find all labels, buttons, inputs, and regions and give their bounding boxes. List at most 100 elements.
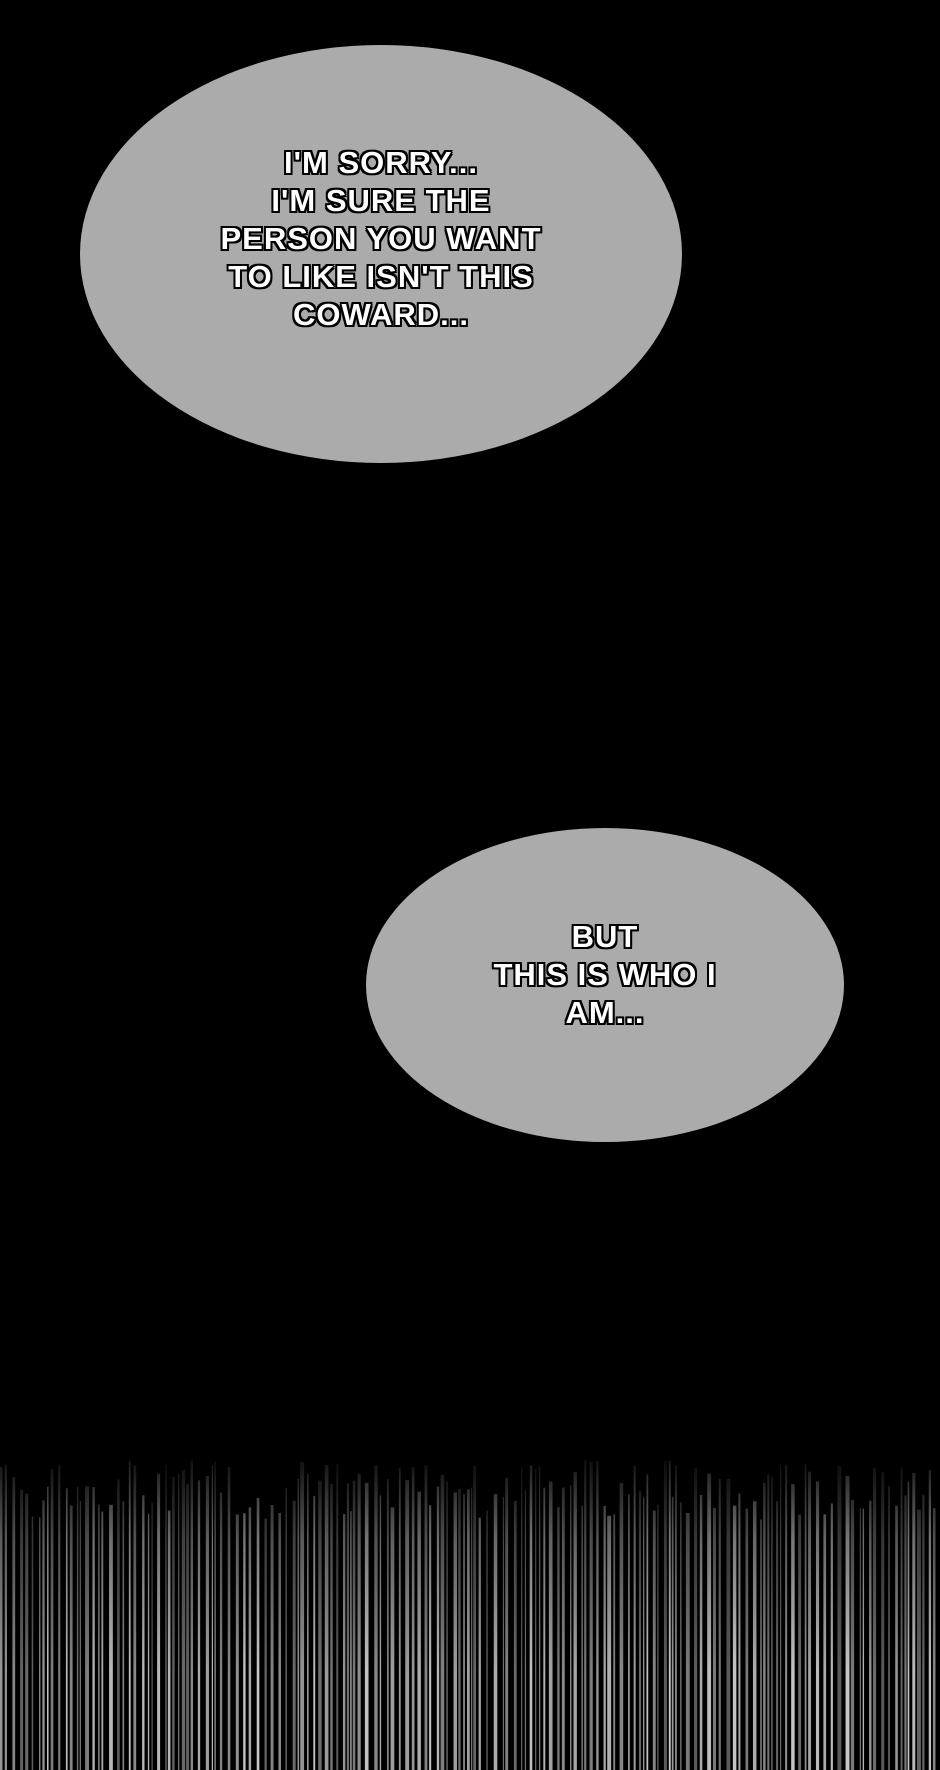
- speed-line: [463, 1494, 465, 1770]
- speed-line: [652, 1510, 656, 1770]
- bubble-line: I'M SURE THE: [271, 183, 491, 218]
- speed-line: [922, 1494, 925, 1770]
- bubble-line: PERSON YOU WANT: [220, 221, 542, 256]
- speed-line: [352, 1480, 356, 1770]
- speed-line: [197, 1480, 201, 1770]
- speed-line: [31, 1516, 34, 1770]
- speed-line: [862, 1508, 865, 1770]
- speed-line: [895, 1505, 898, 1770]
- speed-line: [732, 1505, 737, 1770]
- speed-line: [117, 1479, 120, 1770]
- speed-line: [364, 1482, 369, 1770]
- speed-line: [502, 1496, 504, 1770]
- speed-line: [657, 1504, 659, 1770]
- speed-lines-svg: [0, 1460, 936, 1770]
- speed-line: [776, 1501, 779, 1770]
- speed-line: [628, 1494, 630, 1770]
- speed-line: [390, 1507, 395, 1770]
- speed-line: [205, 1476, 209, 1770]
- speed-line: [505, 1477, 509, 1770]
- speed-line: [47, 1486, 49, 1770]
- speed-line: [760, 1519, 762, 1770]
- speed-line: [912, 1473, 916, 1770]
- speed-line: [548, 1481, 553, 1770]
- speed-line: [524, 1489, 527, 1770]
- speed-line: [646, 1474, 649, 1770]
- speed-line: [694, 1467, 698, 1770]
- speed-line: [745, 1508, 749, 1770]
- speed-line: [256, 1498, 260, 1770]
- speed-line: [521, 1467, 523, 1770]
- speed-line: [133, 1465, 137, 1770]
- speed-line: [668, 1460, 671, 1770]
- speed-line: [128, 1460, 131, 1770]
- speed-line: [557, 1506, 560, 1770]
- speed-line: [109, 1504, 113, 1770]
- speed-line: [791, 1484, 795, 1770]
- speed-line: [85, 1486, 89, 1770]
- speed-line: [219, 1492, 223, 1770]
- speed-line: [297, 1478, 300, 1770]
- speed-line: [248, 1507, 252, 1770]
- speed-line: [671, 1496, 674, 1770]
- speed-line: [613, 1514, 616, 1770]
- speed-line: [872, 1468, 877, 1770]
- speed-line: [58, 1464, 61, 1770]
- speed-line: [869, 1500, 872, 1770]
- speed-line: [151, 1502, 153, 1770]
- speed-line: [453, 1492, 457, 1770]
- speed-line: [313, 1495, 316, 1770]
- speed-line: [379, 1495, 382, 1770]
- speed-line: [76, 1487, 79, 1770]
- speed-line: [779, 1465, 782, 1770]
- speed-line: [405, 1480, 410, 1770]
- speed-line: [324, 1465, 329, 1770]
- speed-line: [581, 1505, 583, 1770]
- speed-line: [42, 1500, 45, 1770]
- speed-line: [529, 1465, 533, 1770]
- speed-line: [101, 1511, 104, 1770]
- speed-line: [643, 1497, 645, 1770]
- speed-line: [596, 1461, 599, 1770]
- speed-line: [633, 1465, 636, 1770]
- speed-line: [837, 1465, 842, 1770]
- speed-line: [767, 1474, 770, 1770]
- bubble-line: TO LIKE ISN'T THIS: [228, 259, 534, 294]
- speed-line: [712, 1507, 716, 1770]
- speed-line: [675, 1465, 677, 1770]
- speed-line: [398, 1467, 401, 1770]
- speed-line: [4, 1464, 8, 1770]
- speed-line: [12, 1477, 16, 1770]
- speed-line: [466, 1489, 470, 1770]
- speed-line: [473, 1465, 477, 1770]
- speed-line: [680, 1502, 682, 1770]
- speed-line: [707, 1473, 712, 1770]
- speed-line: [718, 1478, 721, 1770]
- speed-line: [584, 1460, 587, 1770]
- speed-line: [752, 1501, 757, 1770]
- speed-line: [917, 1509, 921, 1770]
- speed-line: [285, 1488, 287, 1770]
- speed-line: [543, 1487, 546, 1770]
- speed-line: [181, 1469, 186, 1770]
- speed-line: [417, 1491, 421, 1770]
- speech-bubble-who-i-am: BUT THIS IS WHO I AM...: [366, 828, 844, 1142]
- speed-line: [386, 1479, 389, 1770]
- speed-line: [300, 1462, 305, 1770]
- speed-line: [278, 1512, 281, 1770]
- speed-line: [50, 1469, 54, 1770]
- speed-line: [147, 1513, 150, 1770]
- speed-line: [429, 1505, 432, 1770]
- bubble-line: AM...: [565, 995, 645, 1030]
- speed-line: [346, 1483, 350, 1770]
- speed-line: [607, 1515, 612, 1770]
- speed-line: [900, 1467, 903, 1770]
- speed-line: [907, 1481, 910, 1770]
- speed-line: [589, 1461, 593, 1770]
- speed-line: [307, 1473, 309, 1770]
- speed-line: [904, 1495, 907, 1770]
- speed-line: [39, 1517, 41, 1770]
- speed-line: [165, 1464, 167, 1770]
- speed-line: [0, 1466, 3, 1770]
